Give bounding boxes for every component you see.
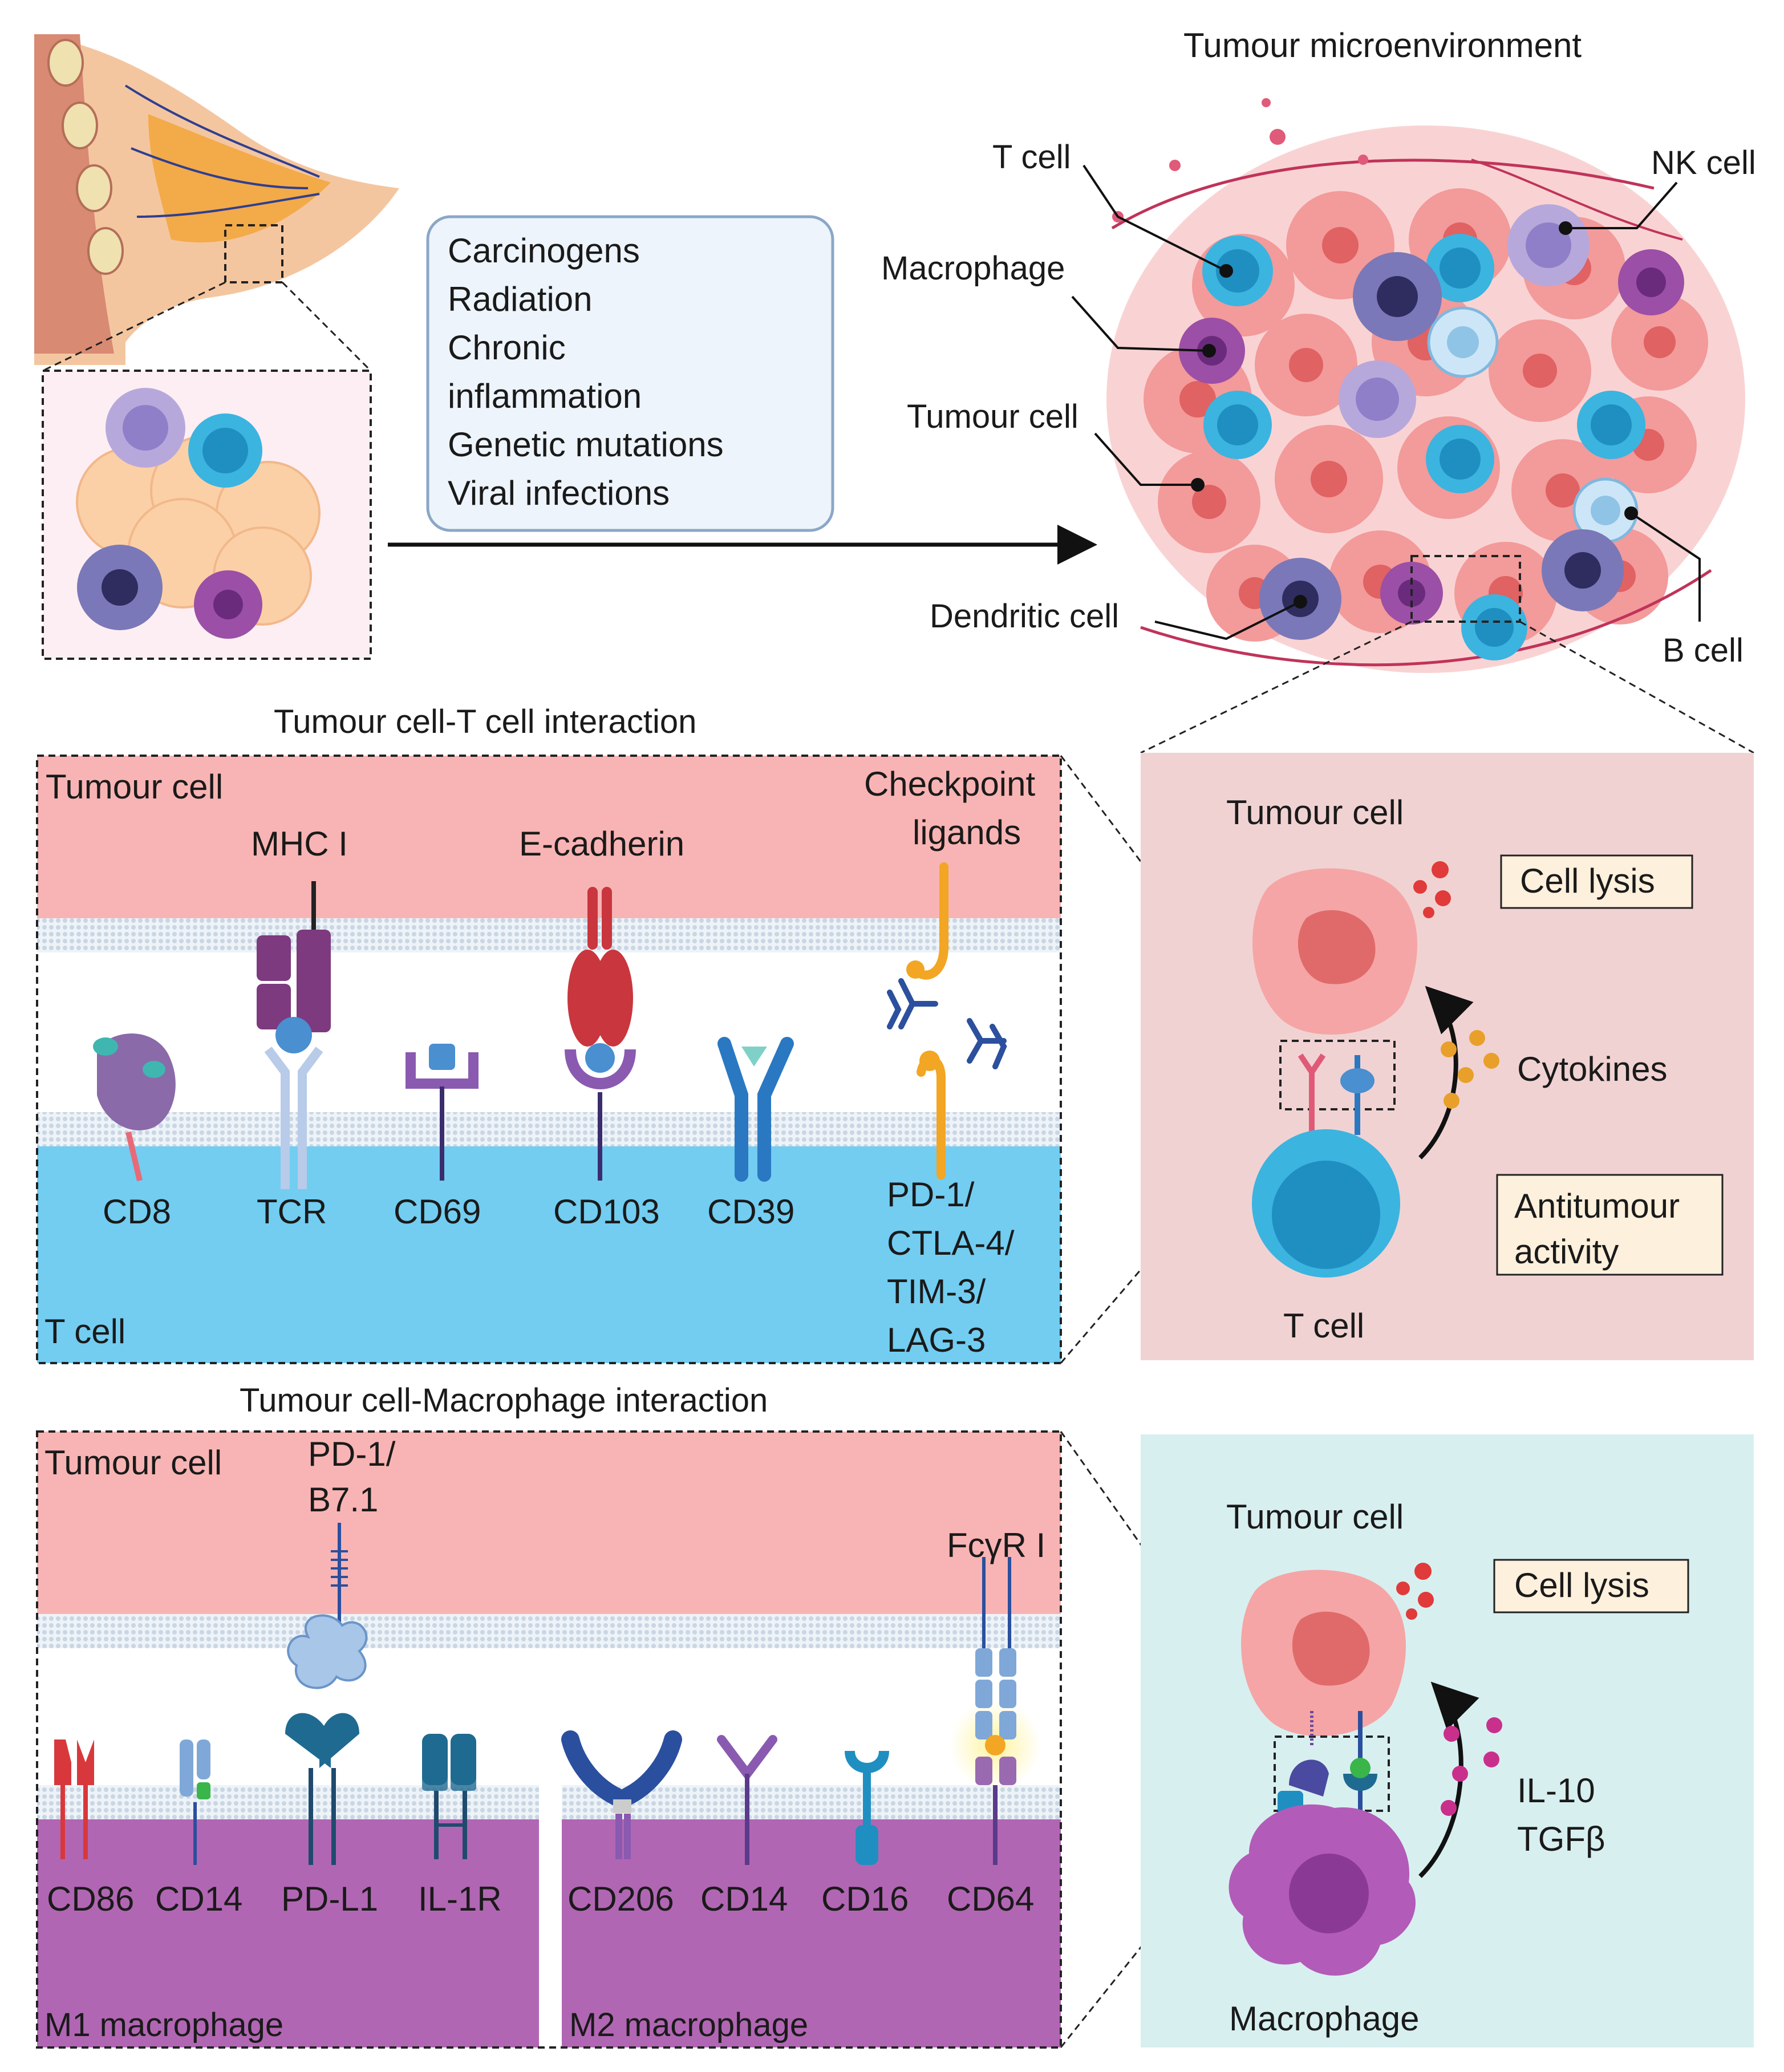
- checkpoint-complex: [906, 862, 948, 1179]
- m-side-il10: IL-10: [1517, 1771, 1595, 1810]
- label-fcgr: FcγR I: [947, 1526, 1045, 1564]
- tme-labels: T cell Macrophage Tumour cell Dendritic …: [881, 139, 1756, 669]
- label-lag3: LAG-3: [887, 1321, 986, 1359]
- label-pd1-b71-1: PD-1/: [308, 1435, 396, 1473]
- label-macrophage: Macrophage: [881, 250, 1065, 287]
- tumour-cell-icon: [1241, 1570, 1406, 1736]
- m-interaction-panel: Tumour cell M1 macrophage M2 macrophage: [36, 1430, 1062, 2049]
- cd14-m2-receptor: [717, 1735, 777, 1865]
- cd14-m1-receptor: [180, 1739, 210, 1865]
- label-cd206: CD206: [567, 1880, 674, 1918]
- il1r-receptor: [422, 1734, 476, 1859]
- t-panel-tumour-label: Tumour cell: [46, 768, 223, 806]
- t-side-tumour-label: Tumour cell: [1226, 793, 1404, 832]
- m2-label: M2 macrophage: [569, 2006, 808, 2043]
- label-cd69: CD69: [394, 1193, 481, 1231]
- cd16-receptor: [845, 1750, 889, 1865]
- early-tissue-inset: [42, 370, 372, 660]
- risk-factor-2: Chronic: [448, 329, 566, 367]
- risk-factor-0: Carcinogens: [448, 232, 640, 270]
- m-side-tgfb: TGFβ: [1517, 1820, 1605, 1858]
- label-tcr: TCR: [257, 1193, 327, 1231]
- dendritic-cell-icon: [77, 545, 163, 630]
- antibody-icon: [887, 978, 1007, 1069]
- risk-factor-3: inflammation: [448, 377, 642, 415]
- label-pd1-b71-2: B7.1: [308, 1481, 378, 1519]
- t-panel-t-label: T cell: [44, 1312, 125, 1351]
- label-checkpoint-1: Checkpoint: [864, 765, 1036, 803]
- t-side-activity-2: activity: [1514, 1232, 1619, 1271]
- label-cd64: CD64: [947, 1880, 1034, 1918]
- m1-label: M1 macrophage: [44, 2006, 283, 2043]
- macrophage-icon: [1228, 1804, 1416, 1976]
- label-cd8: CD8: [103, 1193, 171, 1231]
- label-pd1: PD-1/: [887, 1175, 975, 1214]
- m-side-tumour-label: Tumour cell: [1226, 1498, 1404, 1536]
- label-checkpoint-2: ligands: [913, 813, 1021, 851]
- t-side-t-label: T cell: [1283, 1307, 1364, 1345]
- m-interaction-title: Tumour cell-Macrophage interaction: [240, 1382, 768, 1419]
- label-mhc-i: MHC I: [251, 825, 348, 863]
- t-side-activity-1: Antitumour: [1514, 1187, 1680, 1225]
- m-panel-tumour-label: Tumour cell: [44, 1443, 222, 1482]
- risk-factor-1: Radiation: [448, 280, 593, 318]
- cytokine-dots-icon: [1441, 1717, 1502, 1816]
- label-cd86: CD86: [47, 1880, 134, 1918]
- label-cd16: CD16: [821, 1880, 909, 1918]
- nk-cell-icon: [1339, 204, 1590, 438]
- label-dendritic-cell: Dendritic cell: [930, 598, 1119, 635]
- ecadherin-cd103-complex: [565, 887, 636, 1181]
- tme-cluster: [1106, 98, 1745, 673]
- tme-title: Tumour microenvironment: [1183, 26, 1582, 64]
- risk-factor-box: Carcinogens Radiation Chronic inflammati…: [426, 215, 834, 532]
- m-side-panel: Tumour cell Cell lysis IL-10 TGFβ Macrop…: [1141, 1434, 1754, 2047]
- label-t-cell: T cell: [992, 139, 1071, 176]
- cd8-receptor: [93, 1033, 176, 1182]
- label-il1r: IL-1R: [418, 1880, 502, 1918]
- m-side-macrophage: Macrophage: [1229, 2000, 1420, 2038]
- t-side-panel: Tumour cell Cell lysis Cytokines Antitum…: [1141, 753, 1754, 1360]
- label-b-cell: B cell: [1663, 632, 1744, 669]
- label-cd14-m1: CD14: [155, 1880, 242, 1918]
- label-cd39: CD39: [707, 1193, 794, 1231]
- label-ctla4: CTLA-4/: [887, 1224, 1015, 1262]
- t-interaction-title: Tumour cell-T cell interaction: [274, 703, 696, 740]
- label-cd14-m2: CD14: [700, 1880, 788, 1918]
- risk-factor-5: Viral infections: [448, 474, 670, 512]
- label-pdl1: PD-L1: [281, 1880, 378, 1918]
- pd1-pdl1-complex: [285, 1523, 368, 1865]
- t-side-lysis: Cell lysis: [1520, 862, 1655, 900]
- tumour-cell-icon: [1252, 868, 1417, 1035]
- cd206-receptor: [561, 1730, 682, 1859]
- macrophage-icon: [194, 570, 262, 639]
- mhc-tcr-complex: [257, 881, 331, 1189]
- breast-tissue-icon: [34, 34, 399, 365]
- t-side-cytokines: Cytokines: [1517, 1050, 1667, 1088]
- risk-factor-4: Genetic mutations: [448, 425, 724, 464]
- label-e-cadherin: E-cadherin: [519, 825, 684, 863]
- t-interaction-panel: Tumour cell T cell: [36, 755, 1062, 1364]
- t-cell-icon: [1202, 234, 1645, 660]
- cd86-receptor: [54, 1739, 94, 1859]
- cd69-receptor: [406, 1044, 479, 1181]
- b-cell-icon: [1427, 306, 1639, 544]
- cd39-receptor: [717, 1037, 794, 1182]
- cd64-receptor: [950, 1557, 1041, 1865]
- label-tumour-cell: Tumour cell: [907, 398, 1078, 435]
- t-cell-icon: [1252, 1129, 1400, 1278]
- m-side-lysis: Cell lysis: [1514, 1566, 1649, 1604]
- label-tim3: TIM-3/: [887, 1272, 986, 1311]
- label-cd103: CD103: [553, 1193, 660, 1231]
- label-nk-cell: NK cell: [1651, 144, 1756, 181]
- cytokine-dots-icon: [1441, 1030, 1499, 1109]
